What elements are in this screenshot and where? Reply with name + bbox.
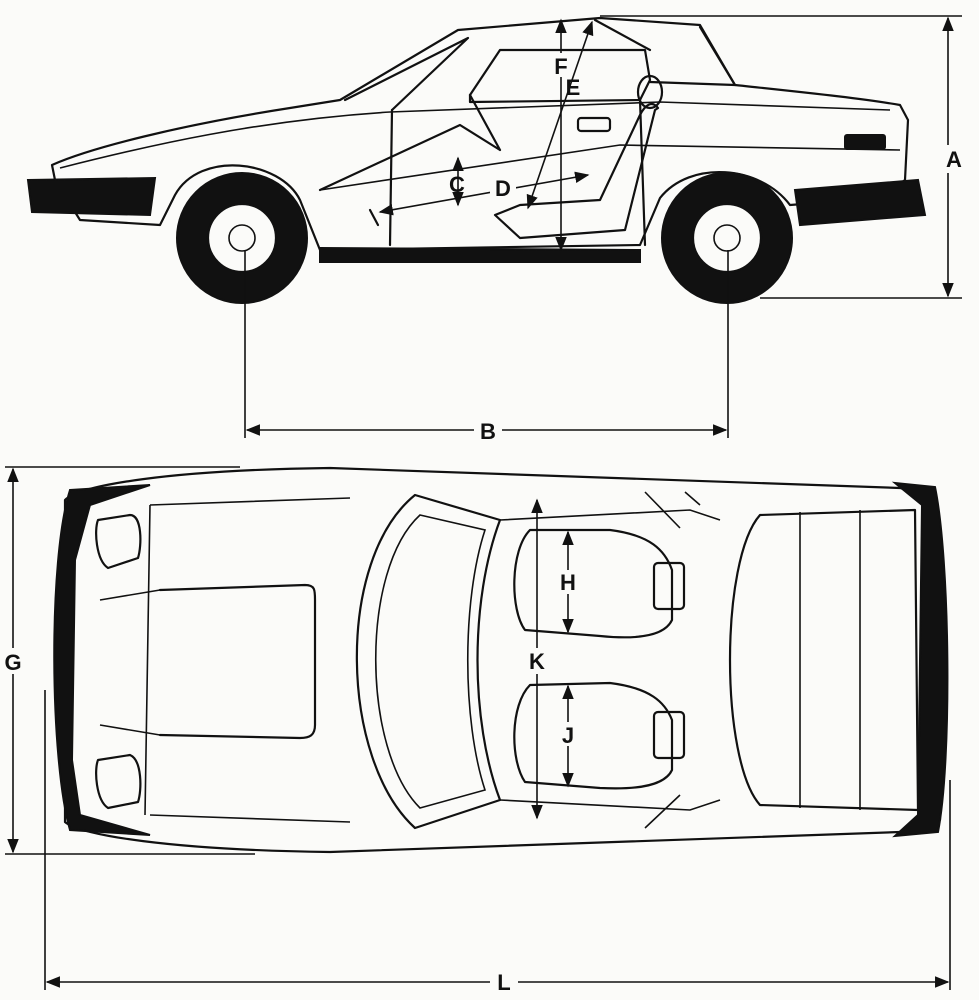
top-right-headrest — [652, 710, 686, 760]
label-l: L — [497, 970, 510, 995]
side-dimensions — [244, 15, 962, 438]
top-rear-bumper — [891, 481, 949, 838]
dim-line-d — [378, 171, 590, 216]
label-b: B — [480, 419, 496, 444]
side-rear-rim — [691, 202, 763, 274]
side-body-outline — [50, 16, 910, 252]
side-rear-bumper — [793, 178, 927, 227]
side-sill-line — [319, 144, 901, 191]
label-k: K — [529, 649, 545, 674]
label-j: J — [562, 723, 574, 748]
side-front-bumper — [26, 176, 157, 217]
top-boot-line — [799, 510, 861, 810]
side-headrest — [636, 74, 664, 110]
side-windscreen — [343, 36, 470, 112]
top-body-outline — [63, 466, 942, 854]
side-front-hub — [228, 224, 256, 252]
top-windscreen — [355, 493, 502, 830]
side-view — [26, 16, 927, 304]
top-bonnet-edge — [144, 497, 351, 823]
side-pedal — [368, 208, 380, 227]
label-a: A — [946, 147, 962, 172]
top-bonnet-bulge — [158, 583, 317, 740]
top-right-seat — [513, 681, 674, 790]
top-right-headlamp — [95, 753, 142, 810]
label-h: H — [560, 570, 576, 595]
side-roof-pillar — [593, 18, 737, 87]
side-underbody — [319, 246, 641, 263]
side-rear-light — [844, 134, 886, 150]
side-window — [468, 48, 652, 104]
top-bonnet-crease — [99, 589, 161, 736]
top-cabin-rail-left — [499, 509, 721, 521]
label-g: G — [4, 650, 21, 675]
top-view — [53, 466, 949, 854]
dimension-labels: A B C D E F G H J K L — [0, 53, 968, 995]
top-pillars — [644, 491, 701, 829]
side-door-handle — [576, 116, 612, 133]
top-front-bumper — [53, 484, 151, 836]
side-seat — [493, 102, 660, 240]
top-cabin-rail-right — [499, 799, 721, 811]
side-door — [388, 98, 647, 247]
top-rear-window — [728, 508, 920, 812]
top-left-seat — [513, 528, 674, 639]
side-rear-hub — [713, 224, 741, 252]
top-left-headlamp — [95, 513, 142, 570]
top-left-headrest — [652, 561, 686, 611]
top-windscreen-inner — [375, 514, 487, 809]
label-d: D — [495, 176, 511, 201]
label-e: E — [566, 75, 581, 100]
label-f: F — [554, 54, 567, 79]
label-c: C — [449, 172, 465, 197]
side-beltline — [59, 101, 891, 169]
side-front-rim — [206, 202, 278, 274]
side-steering-column — [318, 93, 502, 192]
